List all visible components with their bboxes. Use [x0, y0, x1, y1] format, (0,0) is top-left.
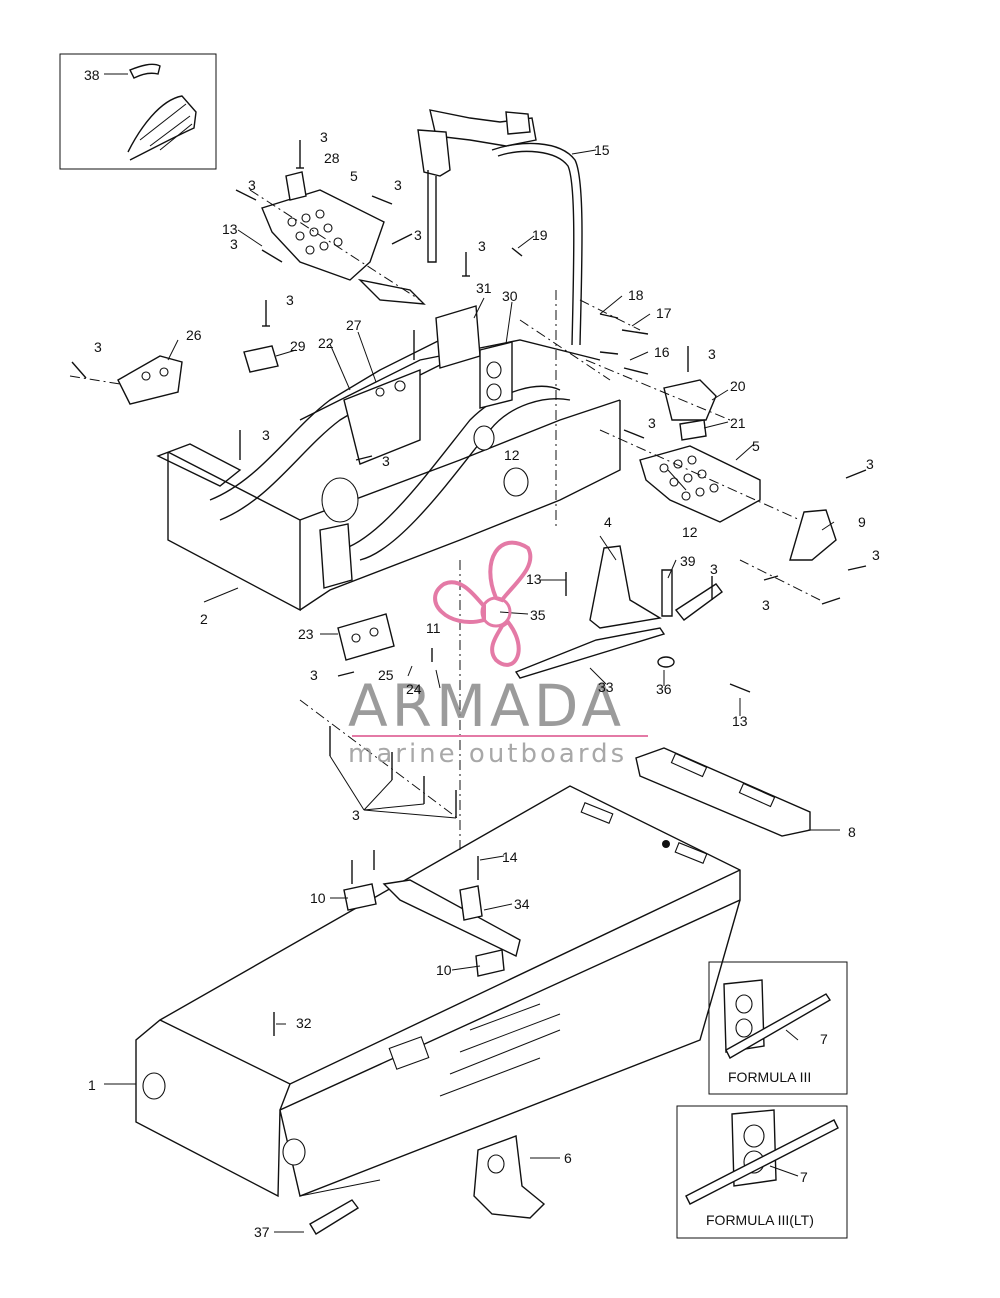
- propeller-logo-icon: [433, 540, 533, 667]
- callout-3l: 3: [648, 415, 656, 431]
- callout-19: 19: [532, 227, 548, 243]
- callout-24: 24: [406, 681, 422, 697]
- callout-13c: 13: [732, 713, 748, 729]
- rod-37: [309, 1199, 360, 1235]
- formula-3-label: FORMULA III: [728, 1069, 811, 1085]
- watermark-subtitle: marine outboards: [348, 739, 627, 769]
- callout-13b: 13: [526, 571, 542, 587]
- callout-18: 18: [628, 287, 644, 303]
- callout-10b: 10: [436, 962, 452, 978]
- callout-20: 20: [730, 378, 746, 394]
- callout-6: 6: [564, 1150, 572, 1166]
- callout-17: 17: [656, 305, 672, 321]
- callout-3q: 3: [310, 667, 318, 683]
- callout-22: 22: [318, 335, 334, 351]
- fasteners: [71, 140, 867, 1036]
- callout-3c: 3: [394, 177, 402, 193]
- callout-8: 8: [848, 824, 856, 840]
- callout-27: 27: [346, 317, 362, 333]
- callout-23: 23: [298, 626, 314, 642]
- callout-28: 28: [324, 150, 340, 166]
- callout-3m: 3: [866, 456, 874, 472]
- callout-9: 9: [858, 514, 866, 530]
- leader-lines: [104, 73, 840, 1233]
- callout-12a: 12: [504, 447, 520, 463]
- formula-3-lt-label: FORMULA III(LT): [706, 1212, 814, 1228]
- inset-formula-3-lt: FORMULA III(LT): [676, 1105, 848, 1239]
- callout-39: 39: [680, 553, 696, 569]
- tunnel: [135, 785, 741, 1198]
- callout-16: 16: [654, 344, 670, 360]
- callout-3a: 3: [320, 129, 328, 145]
- callout-3f: 3: [478, 238, 486, 254]
- callout-3j: 3: [262, 427, 270, 443]
- steering-column: [417, 109, 583, 346]
- callout-3i: 3: [708, 346, 716, 362]
- inset-38: [59, 53, 217, 170]
- watermark-title: ARMADA: [348, 672, 625, 740]
- callout-37: 37: [254, 1224, 270, 1240]
- callout-15: 15: [594, 142, 610, 158]
- callout-30: 30: [502, 288, 518, 304]
- callout-32: 32: [296, 1015, 312, 1031]
- callout-3h: 3: [94, 339, 102, 355]
- callout-3e: 3: [414, 227, 422, 243]
- callout-36: 36: [656, 681, 672, 697]
- callout-1: 1: [88, 1077, 96, 1093]
- callout-10a: 10: [310, 890, 326, 906]
- callout-26: 26: [186, 327, 202, 343]
- callout-38: 38: [84, 67, 100, 83]
- callout-2: 2: [200, 611, 208, 627]
- callout-33: 33: [598, 679, 614, 695]
- callout-21: 21: [730, 415, 746, 431]
- callout-3p: 3: [762, 597, 770, 613]
- callout-3n: 3: [872, 547, 880, 563]
- watermark: ARMADA marine outboards: [348, 540, 648, 769]
- callout-25: 25: [378, 667, 394, 683]
- callout-3k: 3: [382, 453, 390, 469]
- inset-formula-3: FORMULA III: [708, 961, 848, 1095]
- callout-3o: 3: [710, 561, 718, 577]
- callout-35: 35: [530, 607, 546, 623]
- callout-3b: 3: [248, 177, 256, 193]
- callout-13a: 13: [222, 221, 238, 237]
- callout-3g: 3: [286, 292, 294, 308]
- callout-11: 11: [426, 620, 441, 636]
- callout-3d: 3: [230, 236, 238, 252]
- callout-7a: 7: [820, 1031, 828, 1047]
- callout-12b: 12: [682, 524, 698, 540]
- front-frame: [156, 305, 621, 612]
- cross-member-8: [635, 747, 811, 837]
- callout-14: 14: [502, 849, 518, 865]
- callout-5b: 5: [752, 438, 760, 454]
- assembly-lines: [69, 189, 821, 850]
- callout-4: 4: [604, 514, 612, 530]
- plate-26: [117, 355, 183, 405]
- misc-brackets: [243, 345, 723, 679]
- callout-3r: 3: [352, 807, 360, 823]
- rear-bracket-34: [343, 879, 521, 977]
- callout-7b: 7: [800, 1169, 808, 1185]
- callout-5a: 5: [350, 168, 358, 184]
- callout-34: 34: [514, 896, 530, 912]
- footrest-right: [639, 445, 837, 561]
- bracket-6: [473, 1135, 546, 1219]
- callout-31: 31: [476, 280, 492, 296]
- callout-29: 29: [290, 338, 306, 354]
